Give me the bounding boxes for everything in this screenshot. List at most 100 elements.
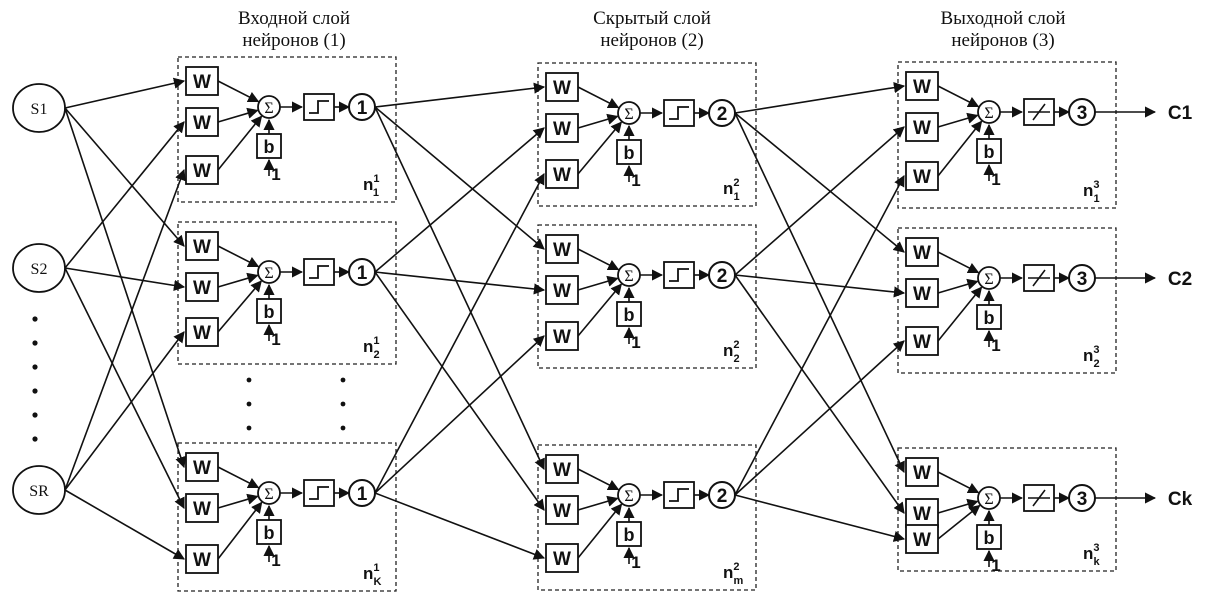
bias-label: b [984,308,995,328]
bias-box [256,519,282,545]
activation-box [303,479,335,507]
weight-label: W [913,284,931,305]
weight-box [185,272,219,302]
weight-box [185,107,219,137]
weight-label: W [193,550,211,571]
input-connection [64,331,185,491]
layer-connection [734,112,905,474]
weight-to-sum-line [577,113,619,129]
layer-connection [734,274,906,298]
weight-label: W [913,332,931,353]
layer-title-line2: нейронов (1) [242,30,346,51]
layer-connection [374,492,546,560]
weight-to-sum-line [577,503,623,559]
bias-label: b [984,142,995,162]
step-icon [309,265,329,279]
input-node-label: SR [29,483,49,500]
weight-to-sum-line [217,280,262,333]
neuron-label-base: n [363,175,373,194]
weight-label: W [193,499,211,520]
weight-box [545,275,579,305]
neuron-label-base: n [363,337,373,356]
activation-box [663,99,695,127]
weight-to-sum-line [937,278,979,294]
weight-label: W [553,78,571,99]
ellipsis-dot [32,388,38,394]
neuron-label-base: n [723,563,733,582]
neuron-label-base: n [1083,181,1093,200]
weight-to-sum-line [577,248,620,271]
neuron-frame [177,221,397,365]
neuron-label-sup: 1 [373,173,379,185]
layer-connection [374,271,545,511]
weight-to-sum-line [937,286,983,342]
weight-to-sum-line [937,120,983,177]
input-connection [64,77,186,109]
neuron-label-sup: 2 [733,561,739,573]
layer-connection [734,340,905,496]
ellipsis-dot [32,436,38,442]
weight-to-sum-line [217,107,259,123]
weight-label: W [553,281,571,302]
neuron-label-base: n [723,341,733,360]
bias-label: b [984,528,995,548]
linear-icon [1032,269,1046,287]
weight-box [545,113,579,143]
activation-box [303,258,335,286]
neuron-label-sup: 3 [1093,179,1099,191]
layer-title-line2: нейронов (2) [600,30,704,51]
weight-label: W [553,119,571,140]
input-connection [64,107,185,247]
bias-box [976,304,1002,330]
output-label: Ck [1168,489,1193,510]
neuron-label-sub: K [374,576,382,588]
output-node-label: 1 [357,263,368,284]
activation-box [663,261,695,289]
weight-to-sum-line [217,115,263,171]
sum-label: Σ [264,486,273,503]
neuron-label-base: n [723,179,733,198]
bias-box [616,301,642,327]
bias-label: b [624,143,635,163]
neuron-frame [537,224,757,369]
bias-input-label: 1 [271,551,280,570]
layer-connection [374,106,545,471]
ellipsis-dot [32,412,38,418]
layer-connection [374,127,545,273]
sum-label: Σ [624,268,633,285]
neuron-label-sup: 3 [1093,542,1099,554]
neuron-label-sub: 1 [734,191,740,203]
neuron-label-sup: 2 [733,177,739,189]
weight-label: W [553,501,571,522]
weight-box [905,278,939,308]
ellipsis-dot [32,364,38,370]
weight-to-sum-line [937,85,980,108]
input-connection [64,168,186,491]
ellipsis-dot [340,401,346,407]
neuron-label-sup: 3 [1093,344,1099,356]
bias-label: b [264,523,275,543]
output-node-label: 2 [717,486,728,507]
bias-input-label: 1 [271,330,280,349]
weight-to-sum-line [577,86,620,109]
weight-to-sum-line [937,251,980,274]
weight-to-sum-line [937,498,979,514]
weight-label: W [193,113,211,134]
output-node-label: 2 [717,266,728,287]
weight-to-sum-line [577,275,619,291]
weight-label: W [913,463,931,484]
bias-label: b [264,302,275,322]
weight-label: W [193,161,211,182]
weight-box [905,71,939,101]
weight-to-sum-line [937,504,981,540]
output-node-label: 3 [1077,269,1088,290]
weight-to-sum-line [937,112,979,128]
neuron-frame [177,442,397,592]
